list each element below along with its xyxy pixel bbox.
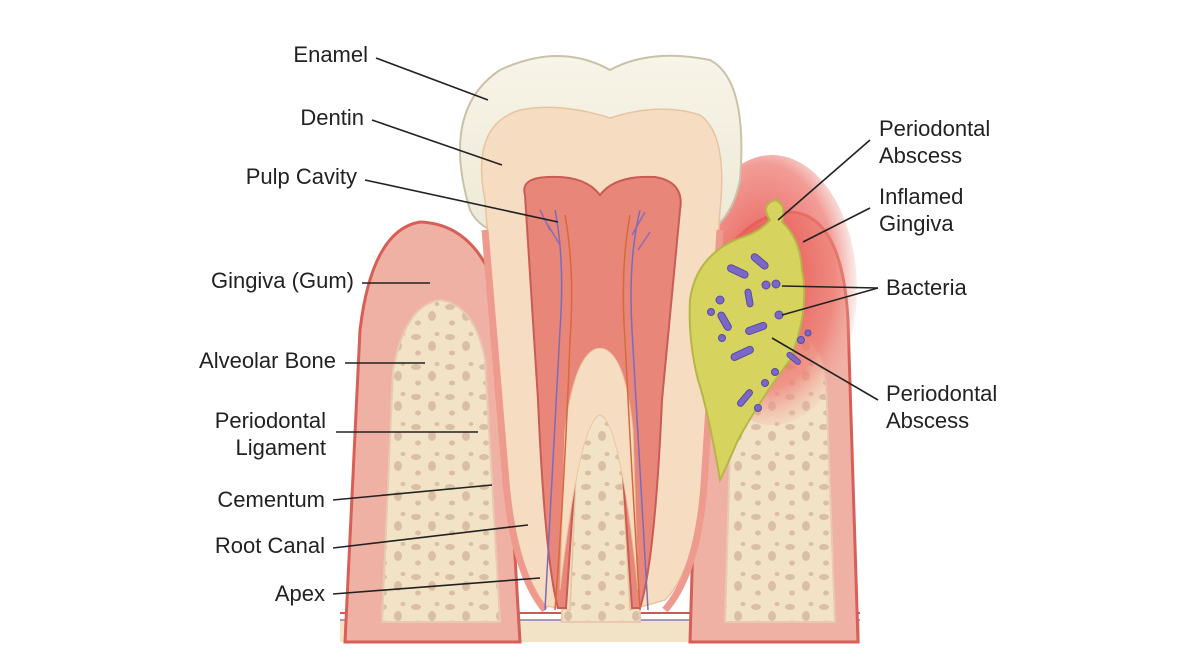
- label-pulp-cavity: Pulp Cavity: [246, 164, 357, 189]
- cementum: [662, 229, 724, 613]
- label-periodontal-abscess-top-line2: Abscess: [879, 143, 962, 168]
- label-cementum: Cementum: [217, 487, 325, 512]
- label-apex: Apex: [275, 581, 325, 606]
- leader-lines: [332, 57, 879, 595]
- periodontal-abscess: [688, 198, 806, 484]
- bacterium: [730, 345, 754, 362]
- pulp-vessels: [539, 209, 651, 611]
- bacterium: [750, 253, 769, 270]
- label-enamel: Enamel: [293, 42, 368, 67]
- bacterium: [715, 295, 725, 305]
- label-dentin: Dentin: [300, 105, 364, 130]
- label-periodontal-ligament-line1: Periodontal: [215, 408, 326, 433]
- label-gingiva-gum: Gingiva (Gum): [211, 268, 354, 293]
- bacterium: [744, 288, 754, 308]
- bacterium: [774, 310, 784, 320]
- bacterium: [745, 321, 768, 336]
- bacterium: [804, 329, 812, 337]
- label-root-canal: Root Canal: [215, 533, 325, 558]
- bacterium: [761, 379, 769, 387]
- label-periodontal-abscess-bottom-line1: Periodontal: [886, 381, 997, 406]
- periodontal-ligament: [481, 229, 548, 613]
- label-inflamed-gingiva-line1: Inflamed: [879, 184, 963, 209]
- bacterium: [771, 279, 781, 289]
- bacterium: [717, 311, 732, 331]
- bacterium: [786, 351, 801, 365]
- bacterium: [771, 368, 779, 376]
- bacterium: [754, 404, 762, 412]
- label-bacteria: Bacteria: [886, 275, 967, 300]
- label-inflamed-gingiva-line2: Gingiva: [879, 211, 954, 236]
- bacterium: [726, 264, 749, 279]
- bacterium: [761, 280, 771, 290]
- bacteria: [707, 253, 812, 412]
- bacterium: [707, 308, 715, 316]
- bacterium: [797, 336, 805, 344]
- label-periodontal-ligament-line2: Ligament: [235, 435, 326, 460]
- bacterium: [718, 334, 726, 342]
- bacterium: [737, 389, 753, 407]
- label-alveolar-bone: Alveolar Bone: [199, 348, 336, 373]
- label-periodontal-abscess-bottom-line2: Abscess: [886, 408, 969, 433]
- root-canal-divider: [559, 347, 639, 591]
- label-periodontal-abscess-top-line1: Periodontal: [879, 116, 990, 141]
